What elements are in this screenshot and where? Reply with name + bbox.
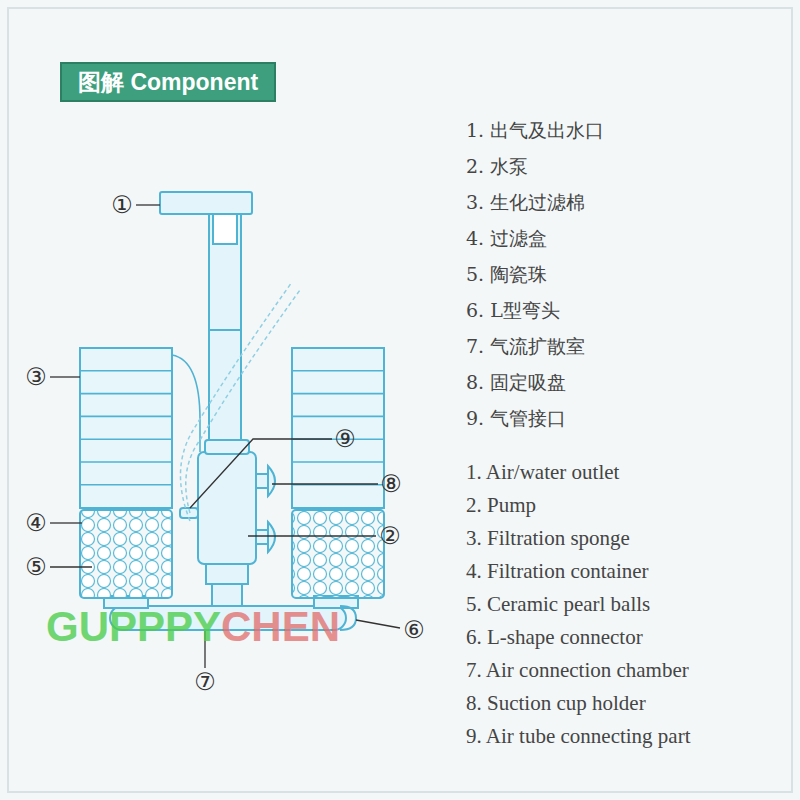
title: 图解 Component	[78, 67, 258, 98]
part-name-zh: 3. 生化过滤棉	[466, 190, 585, 216]
part-name-zh: 9. 气管接口	[466, 406, 566, 432]
sponge-segment	[80, 416, 172, 418]
sponge-segment	[80, 461, 172, 463]
sponge-segment	[80, 438, 172, 440]
callout-number: ②	[379, 524, 401, 548]
callout-number: ⑤	[25, 555, 47, 579]
watermark: CHEN	[221, 606, 340, 648]
part-name-zh: 4. 过滤盒	[466, 226, 547, 252]
sponge-segment	[292, 393, 384, 395]
part-name-en: 5. Ceramic pearl balls	[466, 592, 650, 617]
sponge-segment	[80, 393, 172, 395]
callout-number: ①	[111, 193, 133, 217]
part-name-zh: 8. 固定吸盘	[466, 370, 566, 396]
callout-number: ③	[25, 365, 47, 389]
part-name-en: 8. Suction cup holder	[466, 691, 646, 716]
part-name-zh: 7. 气流扩散室	[466, 334, 585, 360]
part-name-en: 2. Pump	[466, 493, 536, 518]
part-name-zh: 1. 出气及出水口	[466, 118, 604, 144]
part-name-en: 3. Filtration sponge	[466, 526, 630, 551]
watermark: GUPPPY	[46, 606, 221, 648]
callout-number: ⑨	[334, 427, 356, 451]
title-bar: 图解 Component	[60, 62, 276, 102]
callout-number: ④	[25, 511, 47, 535]
sponge-segment	[292, 461, 384, 463]
part-name-zh: 5. 陶瓷珠	[466, 262, 547, 288]
part-name-zh: 6. L型弯头	[466, 298, 560, 324]
sponge-segment	[80, 484, 172, 486]
part-name-en: 9. Air tube connecting part	[466, 724, 691, 749]
part-name-en: 1. Air/water outlet	[466, 460, 619, 485]
sponge-segment	[292, 370, 384, 372]
part-name-en: 6. L-shape connector	[466, 625, 643, 650]
callout-number: ⑥	[403, 618, 425, 642]
part-name-en: 7. Air connection chamber	[466, 658, 689, 683]
callout-number: ⑧	[380, 472, 402, 496]
part-name-zh: 2. 水泵	[466, 154, 528, 180]
sponge-segment	[80, 370, 172, 372]
callout-number: ⑦	[194, 670, 216, 694]
part-name-en: 4. Filtration container	[466, 559, 649, 584]
sponge-segment	[292, 416, 384, 418]
